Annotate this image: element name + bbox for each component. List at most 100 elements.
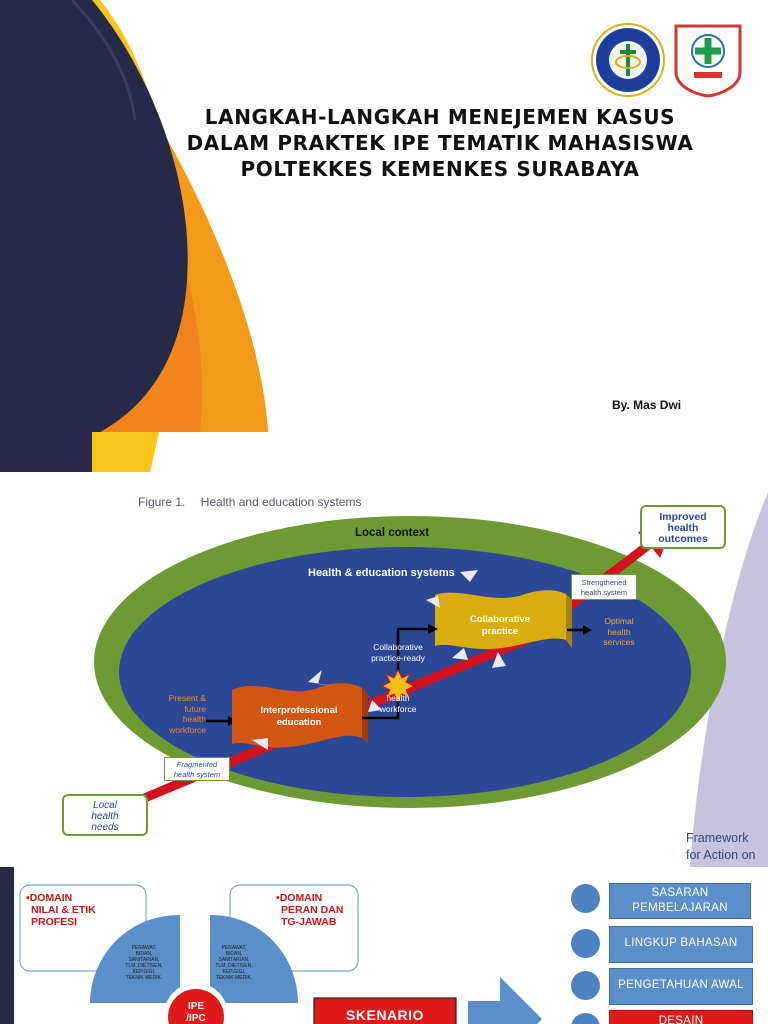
improved-line-1: Improved xyxy=(659,511,707,523)
decorative-curves xyxy=(0,0,268,472)
needs-line-3: needs xyxy=(91,822,119,833)
pengetahuan-awal-box: PENGETAHUAN AWAL xyxy=(609,968,753,1005)
pf-line-4: workforce xyxy=(169,724,206,735)
prof-left-6: TEKNIK MEDIK. xyxy=(125,975,163,981)
prof-right-4: TLM, DIETISEN, xyxy=(215,963,253,969)
step-circle-1 xyxy=(571,884,600,913)
domain-peran-text: •DOMAIN PERAN DAN TG-JAWAB xyxy=(276,892,343,928)
ipe-line-1: IPE xyxy=(187,1001,205,1012)
sasaran-pembelajaran-box: SASARAN PEMBELAJARAN xyxy=(609,883,751,919)
prof-left-1: PERAWAT, xyxy=(131,945,157,951)
optimal-line-3: services xyxy=(603,637,635,647)
education-line-2: education xyxy=(276,717,322,728)
fragmented-line-1: Fragmented xyxy=(176,760,218,769)
strengthened-line-2: health system xyxy=(580,588,628,597)
step-circle-4 xyxy=(571,1013,600,1024)
domain-right-2: PERAN DAN xyxy=(281,904,344,916)
quarter-right-shape xyxy=(210,915,298,1003)
framework-diagram xyxy=(88,492,768,867)
profession-list-right: PERAWAT, BIDAN, SANITARIAN, TLM, DIETISE… xyxy=(206,945,262,981)
ipe-circle xyxy=(168,989,224,1024)
framework-caption: Framework for Action on xyxy=(686,830,756,864)
ready-line-1: Collaborative xyxy=(373,642,423,652)
framework-figure-slide: Figure 1. Health and education systems xyxy=(0,472,768,867)
title-line-1: LANGKAH-LANGKAH MENEJEMEN KASUS xyxy=(204,105,676,129)
ipe-label: IPE /IPC xyxy=(176,1001,216,1024)
title-line-2: DALAM PRAKTEK IPE TEMATIK MAHASISWA xyxy=(186,131,694,155)
improved-line-2: health xyxy=(667,522,699,534)
figure-caption: Figure 1. Health and education systems xyxy=(138,495,361,509)
desain-box: DESAIN xyxy=(609,1010,753,1024)
ministry-seal-logo xyxy=(590,22,666,103)
practice-ready-label: Collaborative practice-ready xyxy=(358,642,438,663)
prof-left-4: TLM, DIETISEN, xyxy=(125,963,163,969)
optimal-health-services-label: Optimal health services xyxy=(594,616,644,648)
sasaran-label: SASARAN PEMBELAJARAN xyxy=(632,887,728,914)
slide-title: LANGKAH-LANGKAH MENEJEMEN KASUS DALAM PR… xyxy=(150,104,730,182)
collaborative-practice-label: Collaborative practice xyxy=(440,614,560,638)
step-circle-2 xyxy=(571,929,600,958)
prof-left-2: BIDAN, xyxy=(135,951,153,957)
starburst-icon xyxy=(380,668,416,704)
skenario-label: SKENARIO xyxy=(346,1007,424,1023)
progress-arrow xyxy=(88,527,672,824)
step-circle-3 xyxy=(571,971,600,1000)
domain-right-1: DOMAIN xyxy=(279,892,323,904)
prof-right-6: TEKNIK MEDIK. xyxy=(215,975,253,981)
prof-right-5: KEP.GIGI, xyxy=(222,969,246,975)
right-arrow-icon xyxy=(468,977,542,1024)
pf-line-1: Present & xyxy=(168,693,206,703)
needs-line-2: health xyxy=(91,811,119,822)
figure-title: Health and education systems xyxy=(200,495,362,509)
optimal-line-1: Optimal xyxy=(604,616,634,626)
hw-line-2: workforce xyxy=(379,703,417,714)
ready-line-2: practice-ready xyxy=(371,652,425,663)
collaborative-practice-box xyxy=(435,590,566,650)
health-workforce-label: health workforce xyxy=(370,693,426,714)
local-context-label: Local context xyxy=(355,527,430,539)
prof-left-5: KEP.GIGI, xyxy=(132,969,156,975)
practice-line-2: practice xyxy=(481,626,519,637)
prof-left-3: SANITARIAN, xyxy=(128,957,160,963)
needs-line-1: Local xyxy=(93,800,117,811)
lingkup-label: LINGKUP BAHASAN xyxy=(624,937,738,949)
present-future-workforce-label: Present & future health workforce xyxy=(152,693,206,735)
skenario-box xyxy=(313,997,457,1024)
author-byline: By. Mas Dwi xyxy=(612,398,682,412)
poltekkes-logo xyxy=(672,22,744,103)
title-slide: LANGKAH-LANGKAH MENEJEMEN KASUS DALAM PR… xyxy=(0,0,768,472)
local-health-needs-box: Local health needs xyxy=(62,794,148,836)
prof-right-1: PERAWAT, xyxy=(221,945,247,951)
prof-right-2: BIDAN, xyxy=(225,951,243,957)
domain-nilai-etik-text: •DOMAIN NILAI & ETIK PROFESI xyxy=(26,892,96,928)
fragmented-health-system-box: Fragmented health system xyxy=(164,757,230,781)
desain-label: DESAIN xyxy=(658,1015,704,1024)
domain-left-1: DOMAIN xyxy=(29,892,73,904)
fragmented-line-2: health system xyxy=(173,770,221,779)
domain-left-2: NILAI & ETIK xyxy=(31,904,96,916)
interprofessional-education-label: Interprofessional education xyxy=(240,705,358,729)
domain-left-3: PROFESI xyxy=(31,916,78,928)
quarter-left-shape xyxy=(90,915,180,1003)
framework-line-2: for Action on xyxy=(686,848,756,862)
title-line-3: POLTEKKES KEMENKES SURABAYA xyxy=(240,157,640,181)
practice-line-1: Collaborative xyxy=(469,614,531,625)
improved-line-3: outcomes xyxy=(658,533,708,545)
improved-health-outcomes-box: Improved health outcomes xyxy=(640,505,726,549)
strengthened-line-1: Strengthened xyxy=(581,578,627,587)
optimal-line-2: health xyxy=(607,626,631,637)
pengetahuan-label: PENGETAHUAN AWAL xyxy=(618,979,744,991)
ipe-line-2: /IPC xyxy=(186,1013,206,1024)
health-education-systems-label: Health & education systems xyxy=(308,567,455,579)
prof-right-3: SANITARIAN, xyxy=(218,957,250,963)
pf-line-2: future xyxy=(184,703,206,714)
lingkup-bahasan-box: LINGKUP BAHASAN xyxy=(609,926,753,963)
case-management-slide: •DOMAIN NILAI & ETIK PROFESI •DOMAIN PER… xyxy=(0,867,768,1024)
strengthened-health-system-box: Strengthened health system xyxy=(571,574,637,600)
figure-label: Figure 1. xyxy=(138,495,186,509)
pf-line-3: health xyxy=(182,714,206,724)
slide3-shapes xyxy=(0,867,542,1024)
bullet-line-1: •DOMAIN xyxy=(26,892,73,904)
framework-line-1: Framework xyxy=(686,831,749,845)
interprofessional-education-box xyxy=(232,683,362,748)
